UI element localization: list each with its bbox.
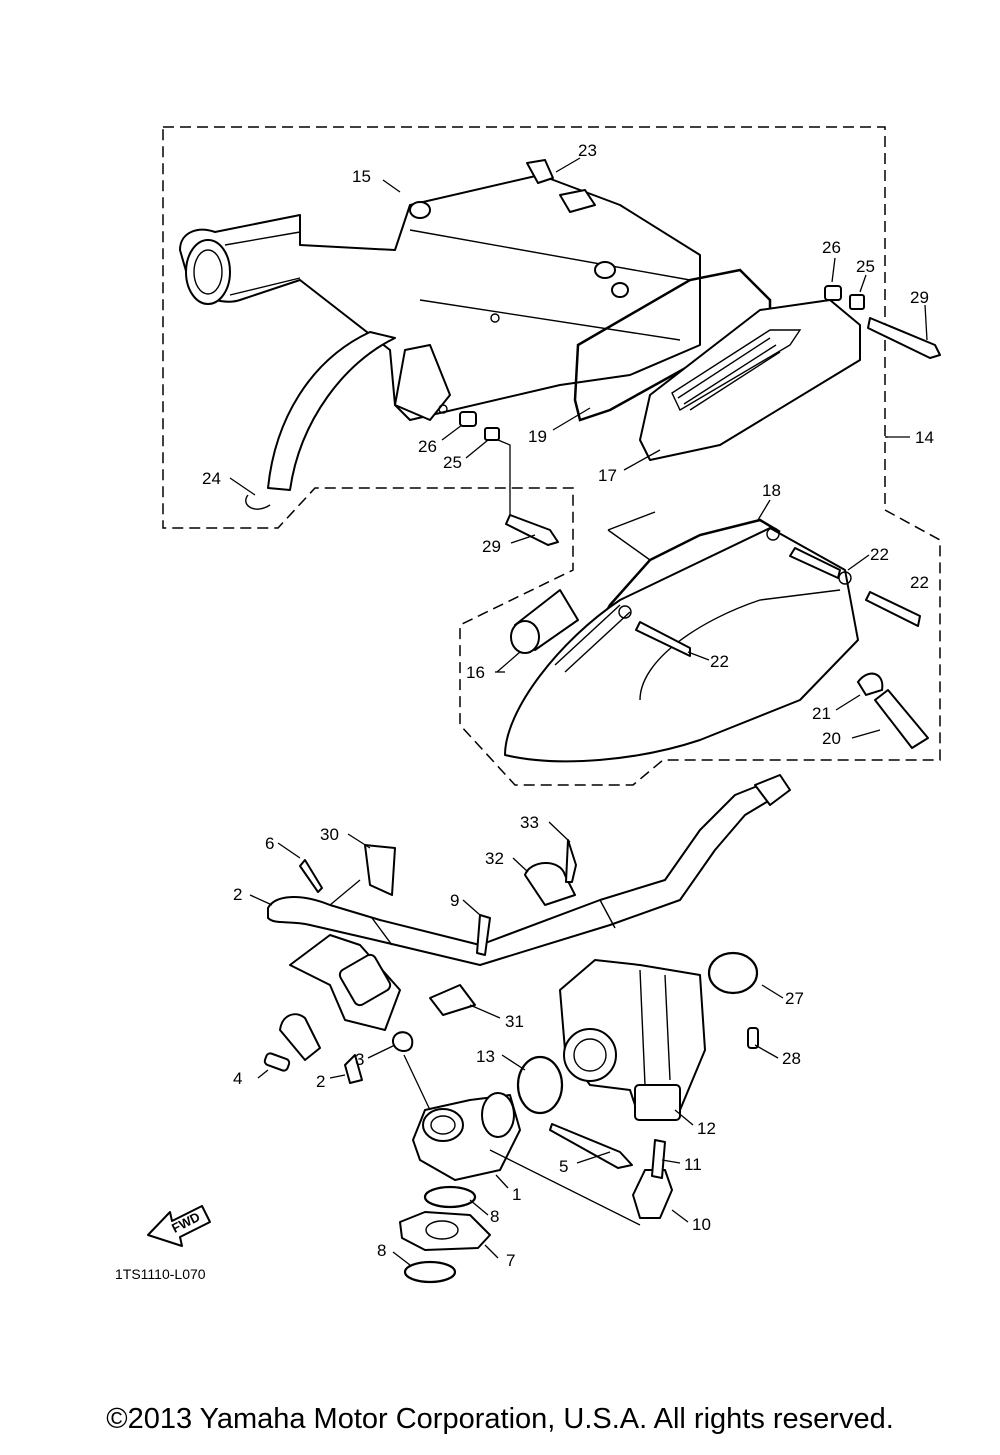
callout-8-lower: 8	[377, 1241, 386, 1260]
callout-15: 15	[352, 167, 371, 186]
collar-4	[263, 1052, 291, 1072]
callout-1: 1	[512, 1185, 521, 1204]
air-box-cover-group-boundary	[607, 511, 656, 561]
callout-3: 3	[355, 1050, 364, 1069]
diagram-code: 1TS1110-L070	[115, 1266, 206, 1282]
drain-cap-16	[510, 589, 579, 654]
callout-21: 21	[812, 704, 831, 723]
callout-29-upper: 29	[910, 288, 929, 307]
callout-16: 16	[466, 663, 485, 682]
callout-28: 28	[782, 1049, 801, 1068]
injector-bolt-6	[299, 859, 323, 893]
bracket-31	[429, 984, 476, 1016]
callout-29-lower: 29	[482, 537, 501, 556]
callout-12: 12	[697, 1119, 716, 1138]
cover-screw-c	[865, 591, 921, 627]
callout-32: 32	[485, 849, 504, 868]
cover-screw-b	[789, 547, 841, 579]
bolt-33	[565, 839, 577, 883]
injector-assembly	[279, 934, 401, 1061]
bolt-9	[476, 914, 491, 956]
bolt-5	[549, 1123, 633, 1169]
callout-2-upper: 2	[233, 885, 242, 904]
callout-23: 23	[578, 141, 597, 160]
collar-upper	[849, 294, 865, 310]
callout-17: 17	[598, 466, 617, 485]
callout-26-lower: 26	[418, 437, 437, 456]
tag-2	[344, 1054, 363, 1084]
callout-20: 20	[822, 729, 841, 748]
forward-direction-arrow: FWD	[147, 1205, 211, 1247]
bracket-10	[632, 1169, 673, 1219]
bracket-30	[364, 844, 396, 896]
callout-6: 6	[265, 834, 274, 853]
insulator-7	[399, 1211, 491, 1251]
hose-clamp-13	[516, 1055, 564, 1115]
callout-22-a: 22	[870, 545, 889, 564]
cover-screw-a	[635, 621, 691, 657]
callout-14: 14	[915, 428, 934, 447]
pin-28	[747, 1027, 759, 1049]
hose-clip-24	[245, 494, 271, 510]
o-ring-8-lower	[403, 1260, 457, 1284]
intake-joint-hose	[267, 784, 771, 966]
callout-10: 10	[692, 1215, 711, 1234]
callout-19: 19	[528, 427, 547, 446]
clamp-21	[856, 672, 884, 697]
callout-33: 33	[520, 813, 539, 832]
o-ring-8-upper	[423, 1185, 477, 1209]
callout-4: 4	[233, 1069, 242, 1088]
callout-30: 30	[320, 825, 339, 844]
callout-26-upper: 26	[822, 238, 841, 257]
throttle-body	[559, 959, 706, 1121]
bolt-upper	[867, 317, 941, 359]
air-filter-element	[639, 299, 861, 461]
air-box-upper-group-boundary	[162, 126, 941, 786]
grommet-lower	[459, 411, 477, 427]
bracket-23	[526, 159, 554, 184]
intake-manifold	[412, 1092, 521, 1181]
hose-clamp-27	[707, 951, 759, 995]
callout-7: 7	[506, 1251, 515, 1270]
bolt-lower	[505, 514, 559, 546]
callout-9: 9	[450, 891, 459, 910]
hose-clamp-32	[524, 862, 576, 906]
callout-25-lower: 25	[443, 453, 462, 472]
collar-lower	[484, 427, 500, 441]
o-ring-3	[392, 1031, 414, 1052]
air-filter-case	[179, 174, 701, 421]
bolt-11	[651, 1139, 666, 1179]
callout-27: 27	[785, 989, 804, 1008]
callout-22-c: 22	[710, 652, 729, 671]
callout-24: 24	[202, 469, 221, 488]
hose-end-fitting	[754, 774, 791, 806]
grommet-upper	[824, 285, 842, 301]
callout-8-upper: 8	[490, 1207, 499, 1226]
callout-22-b: 22	[910, 573, 929, 592]
leader-lines	[229, 157, 928, 1266]
callout-2-lower: 2	[316, 1072, 325, 1091]
callout-13: 13	[476, 1047, 495, 1066]
callout-31: 31	[505, 1012, 524, 1031]
breather-hose	[267, 331, 396, 491]
copyright-notice: ©2013 Yamaha Motor Corporation, U.S.A. A…	[106, 1403, 894, 1435]
callout-11: 11	[684, 1155, 702, 1174]
drain-plug-20	[874, 689, 929, 749]
callout-5: 5	[559, 1157, 568, 1176]
callout-25-upper: 25	[856, 257, 875, 276]
callout-18: 18	[762, 481, 781, 500]
